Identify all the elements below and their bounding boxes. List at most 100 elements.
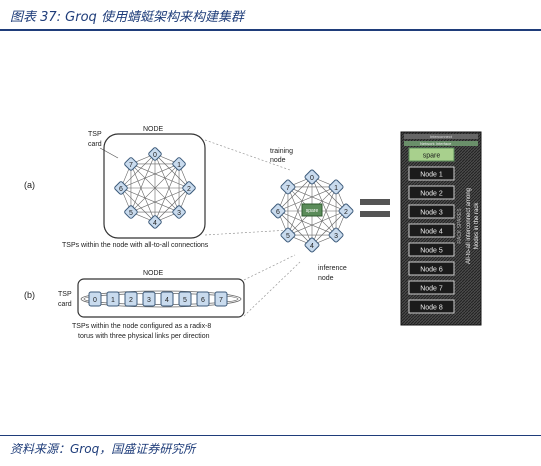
rack-slot-label: Node 3: [420, 210, 443, 217]
rack-slot-label: Node 8: [420, 305, 443, 312]
panel-a-tsp: 1: [172, 157, 186, 171]
panel-a-tsp-card-line2: card: [88, 141, 102, 148]
rack-side-text-line2: Nodes in the rack: [474, 202, 480, 250]
rack: Interconnect Network Interface spareNode…: [400, 131, 482, 326]
panel-b-tsp-card-line1: TSP: [58, 291, 72, 298]
panel-a-tsp: 3: [172, 205, 186, 219]
panel-b-caption-line2: torus with three physical links per dire…: [78, 333, 210, 340]
panel-b-tsp: 2: [124, 291, 138, 307]
rack-slot-node: Node 6: [408, 261, 455, 276]
cluster-tsp: 1: [328, 179, 344, 195]
panel-b-tsp-label: 6: [201, 297, 205, 304]
cluster-tsp-label: 0: [310, 175, 314, 182]
connector-lines: [204, 139, 301, 317]
rack-top-label: Interconnect: [430, 134, 453, 139]
rack-slot-label: Node 4: [420, 229, 443, 236]
panel-a-label: (a): [24, 180, 35, 190]
equals-bar-bottom: [360, 211, 390, 217]
title-rule: [0, 29, 541, 31]
cluster-tsp-label: 7: [286, 185, 290, 192]
panel-a-tsp-label: 4: [153, 220, 157, 227]
panel-a-tsp-label: 5: [129, 210, 133, 217]
panel-b-torus: 0 1 2 3 4 5 6 7: [88, 291, 228, 307]
cluster-tsp-label: 3: [334, 233, 338, 240]
panel-b-tsp-label: 0: [93, 297, 97, 304]
panel-b-tsp-label: 7: [219, 297, 223, 304]
panel-b-tsp: 1: [106, 291, 120, 307]
rack-rotated-label: RACK SPARES: [457, 208, 463, 244]
panel-a-tsp-label: 0: [153, 152, 157, 159]
rack-slot-node: Node 5: [408, 242, 455, 257]
footer-rule: [0, 435, 541, 436]
panel-b-tsp: 5: [178, 291, 192, 307]
cluster-tsp: 5: [280, 227, 296, 243]
cluster-ring: 0 1 2 3 4 5 6 7 spare: [270, 169, 354, 253]
panel-b-tsp: 3: [142, 291, 156, 307]
cluster-tsp-label: 2: [344, 209, 348, 216]
cluster-tsp-label: 1: [334, 185, 338, 192]
panel-a-tsp-label: 1: [177, 162, 181, 169]
panel-b-tsp-label: 2: [129, 297, 133, 304]
cluster-tsp-label: 5: [286, 233, 290, 240]
figure-title: 图表 37: Groq 使用蜻蜓架构来构建集群: [10, 10, 244, 25]
cluster-tsp-label: 4: [310, 243, 314, 250]
rack-side-text-line1: All-to-all interconnect among: [466, 188, 472, 264]
rack-slot-node: Node 1: [408, 166, 455, 181]
rack-slot-node: Node 8: [408, 299, 455, 314]
panel-b-node-box: [77, 278, 245, 318]
rack-slot-node: Node 2: [408, 185, 455, 200]
panel-b-tsp-label: 5: [183, 297, 187, 304]
cluster-tsp: 0: [304, 169, 320, 185]
panel-b-tsp: 0: [88, 291, 102, 307]
cluster-center-label: spare: [306, 208, 319, 214]
panel-b-tsp: 7: [214, 291, 228, 307]
panel-a-tsp-label: 7: [129, 162, 133, 169]
panel-a: (a) TSP card NODE 0 1 2 3 4 5 6 7 TSPs within t…: [24, 126, 209, 249]
panel-a-tsp: 5: [124, 205, 138, 219]
panel-b-tsp-label: 1: [111, 297, 115, 304]
rack-slot-node: Node 3: [408, 204, 455, 219]
rack-slot-node: Node 4: [408, 223, 455, 238]
inference-node-line1: inference: [318, 265, 347, 272]
training-node-line1: training: [270, 148, 293, 155]
cluster: training node 0 1 2 3 4 5 6 7 spare inference no…: [270, 148, 354, 282]
rack-slot-label: spare: [423, 153, 441, 160]
rack-slot-label: Node 6: [420, 267, 443, 274]
cluster-tsp-label: 6: [276, 209, 280, 216]
rack-slot-label: Node 1: [420, 172, 443, 179]
panel-a-tsp: 2: [182, 181, 196, 195]
rack-slot-label: Node 2: [420, 191, 443, 198]
panel-b-tsp: 6: [196, 291, 210, 307]
panel-a-tsp: 4: [148, 215, 162, 229]
training-node-line2: node: [270, 157, 286, 164]
cluster-tsp: 6: [270, 203, 286, 219]
cluster-tsp: 7: [280, 179, 296, 195]
source-note: 资料来源：Groq，国盛证券研究所: [10, 442, 196, 456]
panel-a-tsp: 6: [114, 181, 128, 195]
cluster-tsp: 2: [338, 203, 354, 219]
rack-slot-label: Node 5: [420, 248, 443, 255]
panel-a-tsp-label: 6: [119, 186, 123, 193]
rack-mid-label: Network Interface: [420, 141, 452, 146]
equals-bar-top: [360, 199, 390, 205]
panel-a-mesh: 0 1 2 3 4 5 6 7: [114, 147, 196, 229]
rack-slot-label: Node 7: [420, 286, 443, 293]
cluster-tsp: 3: [328, 227, 344, 243]
panel-a-caption: TSPs within the node with all-to-all con…: [62, 242, 209, 249]
inference-node-line2: node: [318, 275, 334, 282]
panel-a-tsp: 0: [148, 147, 162, 161]
panel-a-tsp-label: 2: [187, 186, 191, 193]
panel-a-tsp-card-line1: TSP: [88, 131, 102, 138]
panel-b-tsp-label: 4: [165, 297, 169, 304]
panel-b-caption-line1: TSPs within the node configured as a rad…: [72, 323, 211, 330]
panel-a-tsp: 7: [124, 157, 138, 171]
panel-b-tsp-card-line2: card: [58, 301, 72, 308]
panel-a-node-box: [103, 133, 206, 239]
cluster-tsp: 4: [304, 237, 320, 253]
panel-b-node-title: NODE: [143, 270, 164, 277]
panel-a-node-title: NODE: [143, 126, 164, 133]
panel-a-tsp-label: 3: [177, 210, 181, 217]
